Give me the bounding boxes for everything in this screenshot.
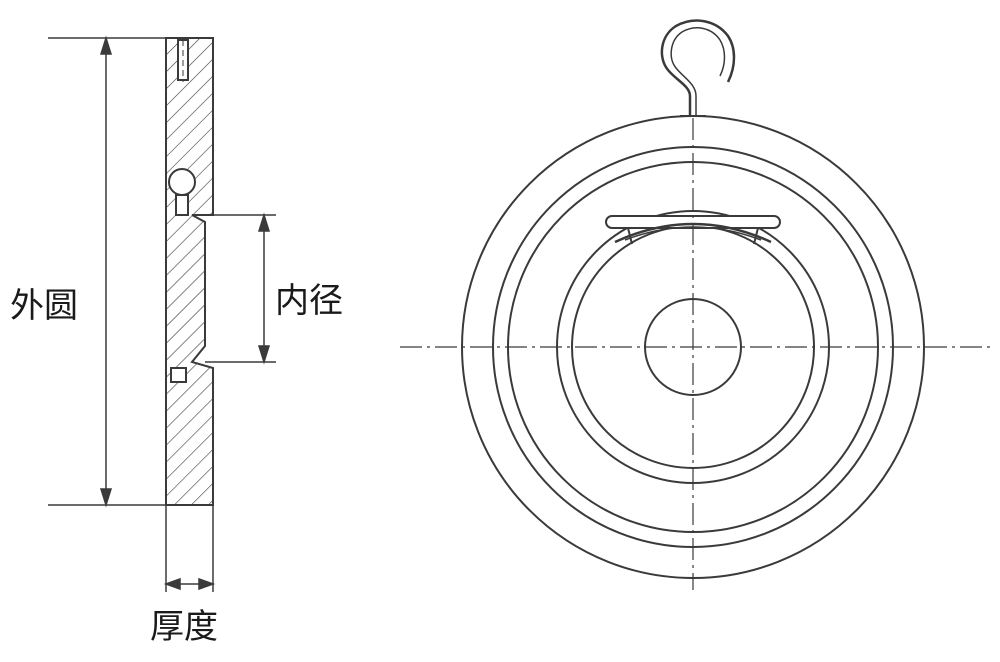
hinge-pin — [168, 168, 196, 196]
outer-diameter-dimension — [48, 35, 166, 508]
hinge-stub — [175, 194, 189, 216]
lifting-hook — [660, 19, 736, 116]
inner-diameter-dimension — [205, 212, 276, 365]
thickness-dimension — [163, 577, 216, 591]
side-section-view — [165, 37, 214, 592]
outer-diameter-label: 外圆 — [10, 286, 78, 326]
valve-body-section — [165, 37, 214, 506]
thickness-label: 厚度 — [150, 607, 218, 647]
center-lines — [400, 118, 990, 590]
stop-pin — [170, 367, 187, 383]
inner-diameter-label: 内径 — [275, 281, 343, 321]
